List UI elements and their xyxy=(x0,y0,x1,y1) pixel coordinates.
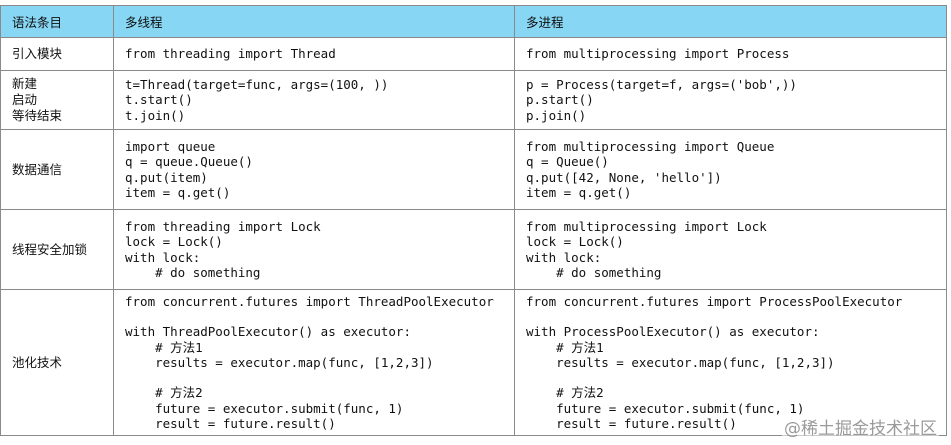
process-code-pool: from concurrent.futures import ProcessPo… xyxy=(514,289,947,436)
table-row: 线程安全加锁 from threading import Lock lock =… xyxy=(0,209,947,290)
thread-code-data-communication: import queue q = queue.Queue() q.put(ite… xyxy=(113,129,515,210)
row-label-import: 引入模块 xyxy=(0,37,114,71)
table-row: 池化技术 from concurrent.futures import Thre… xyxy=(0,289,947,436)
row-label-thread-safe-lock: 线程安全加锁 xyxy=(0,209,114,290)
process-code-create-start-join: p = Process(target=f, args=('bob',)) p.s… xyxy=(514,70,947,130)
header-syntax: 语法条目 xyxy=(0,5,114,38)
table-row: 引入模块 from threading import Thread from m… xyxy=(0,37,947,71)
thread-code-pool: from concurrent.futures import ThreadPoo… xyxy=(113,289,515,436)
header-multithreading: 多线程 xyxy=(113,5,515,38)
row-label-create-start-join: 新建 启动 等待结束 xyxy=(0,70,114,130)
table-row: 新建 启动 等待结束 t=Thread(target=func, args=(1… xyxy=(0,70,947,130)
row-label-pooling: 池化技术 xyxy=(0,289,114,436)
row-label-data-communication: 数据通信 xyxy=(0,129,114,210)
process-code-lock: from multiprocessing import Lock lock = … xyxy=(514,209,947,290)
thread-code-lock: from threading import Lock lock = Lock()… xyxy=(113,209,515,290)
thread-code-import: from threading import Thread xyxy=(113,37,515,71)
process-code-data-communication: from multiprocessing import Queue q = Qu… xyxy=(514,129,947,210)
header-row: 语法条目 多线程 多进程 xyxy=(0,5,947,38)
table-row: 数据通信 import queue q = queue.Queue() q.pu… xyxy=(0,129,947,210)
thread-code-create-start-join: t=Thread(target=func, args=(100, )) t.st… xyxy=(113,70,515,130)
comparison-table: 语法条目 多线程 多进程 引入模块 from threading import … xyxy=(0,5,947,436)
header-multiprocessing: 多进程 xyxy=(514,5,947,38)
process-code-import: from multiprocessing import Process xyxy=(514,37,947,71)
watermark-text: @稀土掘金技术社区 xyxy=(782,414,939,439)
